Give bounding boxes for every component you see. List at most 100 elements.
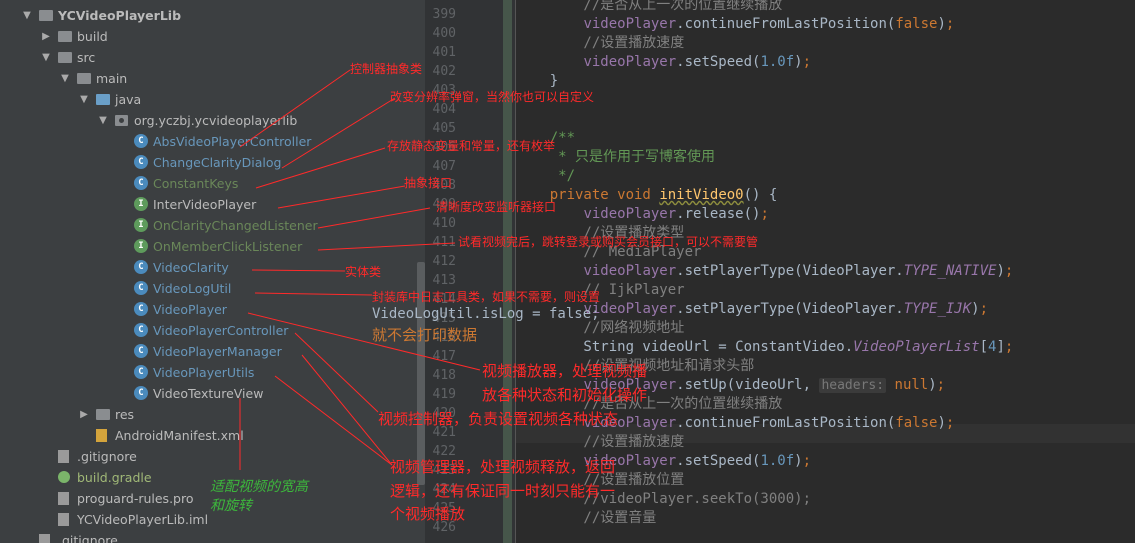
code-line[interactable]: videoPlayer.setSpeed(1.0f);: [583, 54, 812, 70]
line-number: 412: [432, 254, 456, 269]
tree-item[interactable]: ▼ YCVideoPlayerLib: [0, 5, 415, 26]
code-line[interactable]: videoPlayer.setPlayerType(VideoPlayer.TY…: [583, 301, 989, 317]
expand-down-icon[interactable]: ▼: [23, 10, 31, 21]
annotation-texture-2: 和旋转: [210, 498, 252, 514]
tree-item[interactable]: YCVideoPlayerLib.iml: [0, 509, 415, 530]
expand-down-icon[interactable]: ▼: [61, 73, 69, 84]
class-icon: C: [134, 281, 148, 295]
annotation-controller: 视频控制器，负责设置视频各种状态: [378, 410, 619, 428]
line-number: 400: [432, 26, 456, 41]
annotation-member-click: 试看视频完后，跳转登录或购买会员接口，可以不需要管: [458, 235, 759, 249]
line-number: 410: [432, 216, 456, 231]
class-icon: C: [134, 323, 148, 337]
tree-item-label: YCVideoPlayerLib: [58, 8, 182, 23]
code-line[interactable]: String videoUrl = ConstantVideo.VideoPla…: [516, 339, 1014, 355]
tree-item[interactable]: C VideoLogUtil: [0, 278, 415, 299]
source-folder-icon: [96, 94, 110, 105]
code-line[interactable]: }: [516, 73, 559, 89]
line-number: 405: [432, 121, 456, 136]
code-line[interactable]: videoPlayer.continueFromLastPosition(fal…: [583, 16, 955, 32]
class-icon: C: [134, 134, 148, 148]
code-line[interactable]: //设置播放速度: [516, 35, 685, 51]
code-line[interactable]: videoPlayer.setUp(videoUrl, headers: nul…: [583, 377, 946, 393]
code-line[interactable]: videoPlayer.setPlayerType(VideoPlayer.TY…: [583, 263, 1014, 279]
code-line[interactable]: //是否从上一次的位置继续播放: [516, 0, 783, 13]
interface-icon: I: [134, 239, 148, 253]
folder-icon: [58, 52, 72, 63]
tree-item-label: VideoLogUtil: [153, 281, 232, 296]
tree-item-label: src: [77, 50, 96, 65]
annotation-player-2: 放各种状态和初始化操作: [482, 386, 648, 404]
folder-icon: [77, 73, 91, 84]
line-number: 406: [432, 140, 456, 155]
annotation-constants: 存放静态变量和常量，还有枚举: [387, 139, 556, 153]
gradle-icon: [58, 471, 70, 483]
code-line[interactable]: //网络视频地址: [516, 320, 685, 336]
code-line[interactable]: //设置播放位置: [516, 472, 685, 488]
tree-item[interactable]: ▼main: [0, 68, 415, 89]
expand-down-icon[interactable]: ▼: [80, 94, 88, 105]
tree-item[interactable]: proguard-rules.pro: [0, 488, 415, 509]
xml-file-icon: [96, 429, 107, 442]
expand-right-icon[interactable]: ▶: [80, 409, 88, 420]
line-number: 423: [432, 463, 456, 478]
code-line[interactable]: //是否从上一次的位置继续播放: [516, 396, 783, 412]
tree-item-label: VideoPlayerUtils: [153, 365, 255, 380]
tree-item[interactable]: ▼ java: [0, 89, 415, 110]
tree-item-label: res: [115, 407, 135, 422]
line-number: 420: [432, 406, 456, 421]
tree-item[interactable]: .gitignore: [0, 446, 415, 467]
editor-gutter: [425, 0, 515, 543]
code-line[interactable]: * 只是作用于写博客使用: [516, 149, 716, 165]
annotation-interface: 抽象接口: [404, 176, 453, 190]
code-line[interactable]: // MediaPlayer: [516, 244, 702, 260]
tree-item[interactable]: ▼ src: [0, 47, 415, 68]
tree-item[interactable]: ▶ res: [0, 404, 415, 425]
code-line[interactable]: // IjkPlayer: [516, 282, 685, 298]
code-line[interactable]: /**: [516, 130, 576, 146]
code-line[interactable]: private void initVideo0() {: [549, 187, 778, 203]
annotation-manager-2: 逻辑，还有保证同一时刻只能有一: [390, 482, 616, 500]
code-line[interactable]: videoPlayer.continueFromLastPosition(fal…: [583, 415, 955, 431]
code-line[interactable]: videoPlayer.setSpeed(1.0f);: [583, 453, 812, 469]
code-line[interactable]: //设置音量: [516, 510, 657, 526]
tree-item[interactable]: .gitignore: [0, 530, 415, 543]
expand-right-icon[interactable]: ▶: [42, 31, 50, 42]
tree-scrollbar[interactable]: [417, 262, 425, 485]
code-line[interactable]: */: [516, 168, 576, 184]
expand-down-icon[interactable]: ▼: [42, 52, 50, 63]
tree-item[interactable]: ▶build: [0, 26, 415, 47]
class-icon: C: [134, 260, 148, 274]
code-line[interactable]: //videoPlayer.seekTo(3000);: [516, 491, 812, 507]
code-line[interactable]: //设置视频地址和请求头部: [516, 358, 755, 374]
tree-item[interactable]: build.gradle: [0, 467, 415, 488]
annotation-player-1: 视频播放器，处理视频播: [482, 362, 648, 380]
expand-down-icon[interactable]: ▼: [99, 115, 107, 126]
class-icon: C: [134, 344, 148, 358]
code-line[interactable]: //设置播放速度: [516, 434, 685, 450]
tree-item-label: java: [115, 92, 142, 107]
code-line[interactable]: //设置播放类型: [516, 225, 685, 241]
annotation-texture: 适配视频的宽高: [210, 479, 308, 495]
file-icon: [39, 534, 50, 543]
project-tree[interactable]: ▼YCVideoPlayerLib▶build▼src▼main▼java▼or…: [0, 0, 425, 543]
tree-item[interactable]: AndroidManifest.xml: [0, 425, 415, 446]
file-icon: [58, 450, 69, 463]
overlay-code: VideoLogUtil.isLog = false;: [372, 306, 600, 322]
line-number: 401: [432, 45, 456, 60]
tree-item-label: .gitignore: [58, 533, 118, 543]
tree-item[interactable]: ▼org.yczbj.ycvideoplayerlib: [0, 110, 415, 131]
code-line[interactable]: videoPlayer.release();: [583, 206, 769, 222]
